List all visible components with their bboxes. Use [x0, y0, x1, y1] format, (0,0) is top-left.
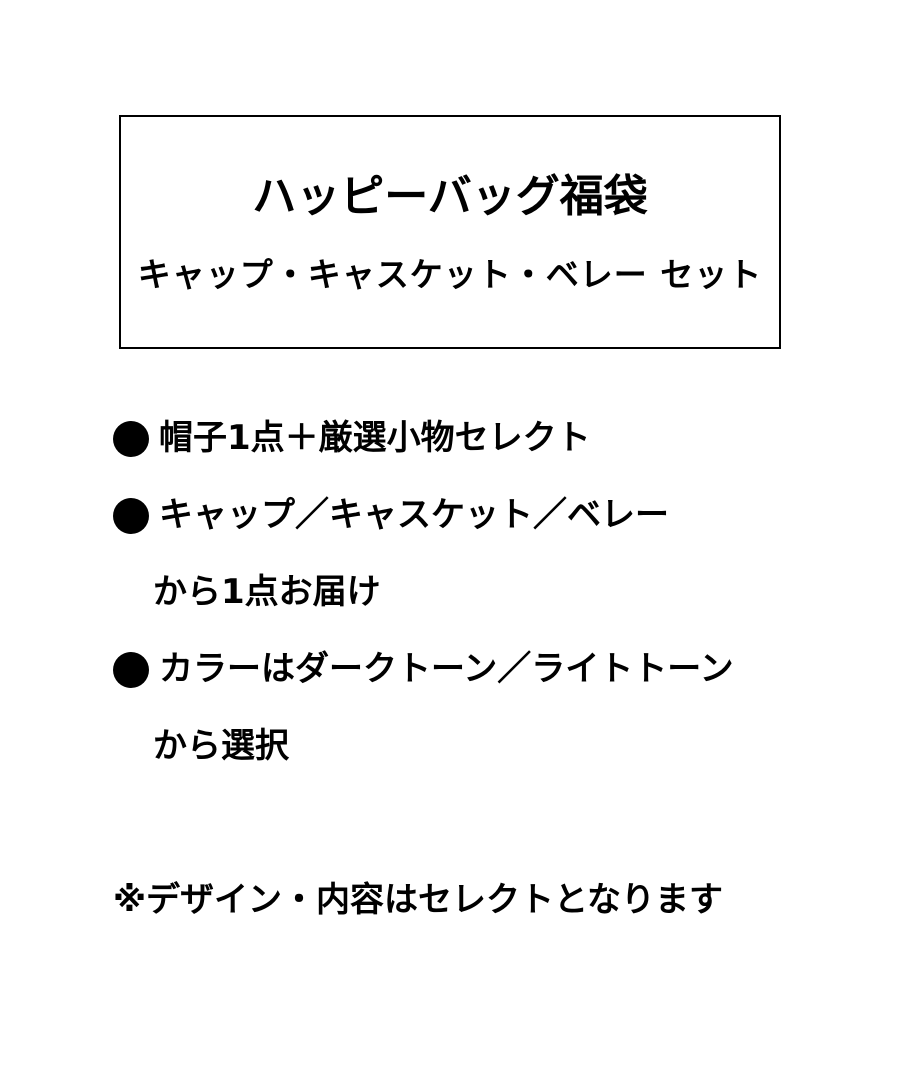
list-item-continuation: から選択	[113, 720, 833, 797]
disclaimer-note: ※デザイン・内容はセレクトとなります	[113, 880, 724, 920]
page-title: ハッピーバッグ福袋	[252, 171, 648, 222]
list-item: 帽子1点＋厳選小物セレクト	[113, 412, 833, 489]
bullet-circle-icon	[113, 498, 149, 534]
list-item-text: キャップ／キャスケット／ベレー	[159, 495, 669, 535]
list-item-text: から選択	[153, 726, 289, 766]
page-subtitle: キャップ・キャスケット・ベレー セット	[137, 255, 763, 294]
list-item-text: カラーはダークトーン／ライトトーン	[159, 649, 734, 689]
list-item-continuation: から1点お届け	[113, 566, 833, 643]
feature-list: 帽子1点＋厳選小物セレクト キャップ／キャスケット／ベレー から1点お届け カラ…	[113, 412, 833, 797]
bullet-circle-icon	[113, 652, 149, 688]
list-item-text: から1点お届け	[153, 572, 381, 612]
title-box: ハッピーバッグ福袋 キャップ・キャスケット・ベレー セット	[119, 115, 781, 349]
list-item: キャップ／キャスケット／ベレー	[113, 489, 833, 566]
list-item-text: 帽子1点＋厳選小物セレクト	[159, 418, 591, 458]
list-item: カラーはダークトーン／ライトトーン	[113, 643, 833, 720]
bullet-circle-icon	[113, 421, 149, 457]
